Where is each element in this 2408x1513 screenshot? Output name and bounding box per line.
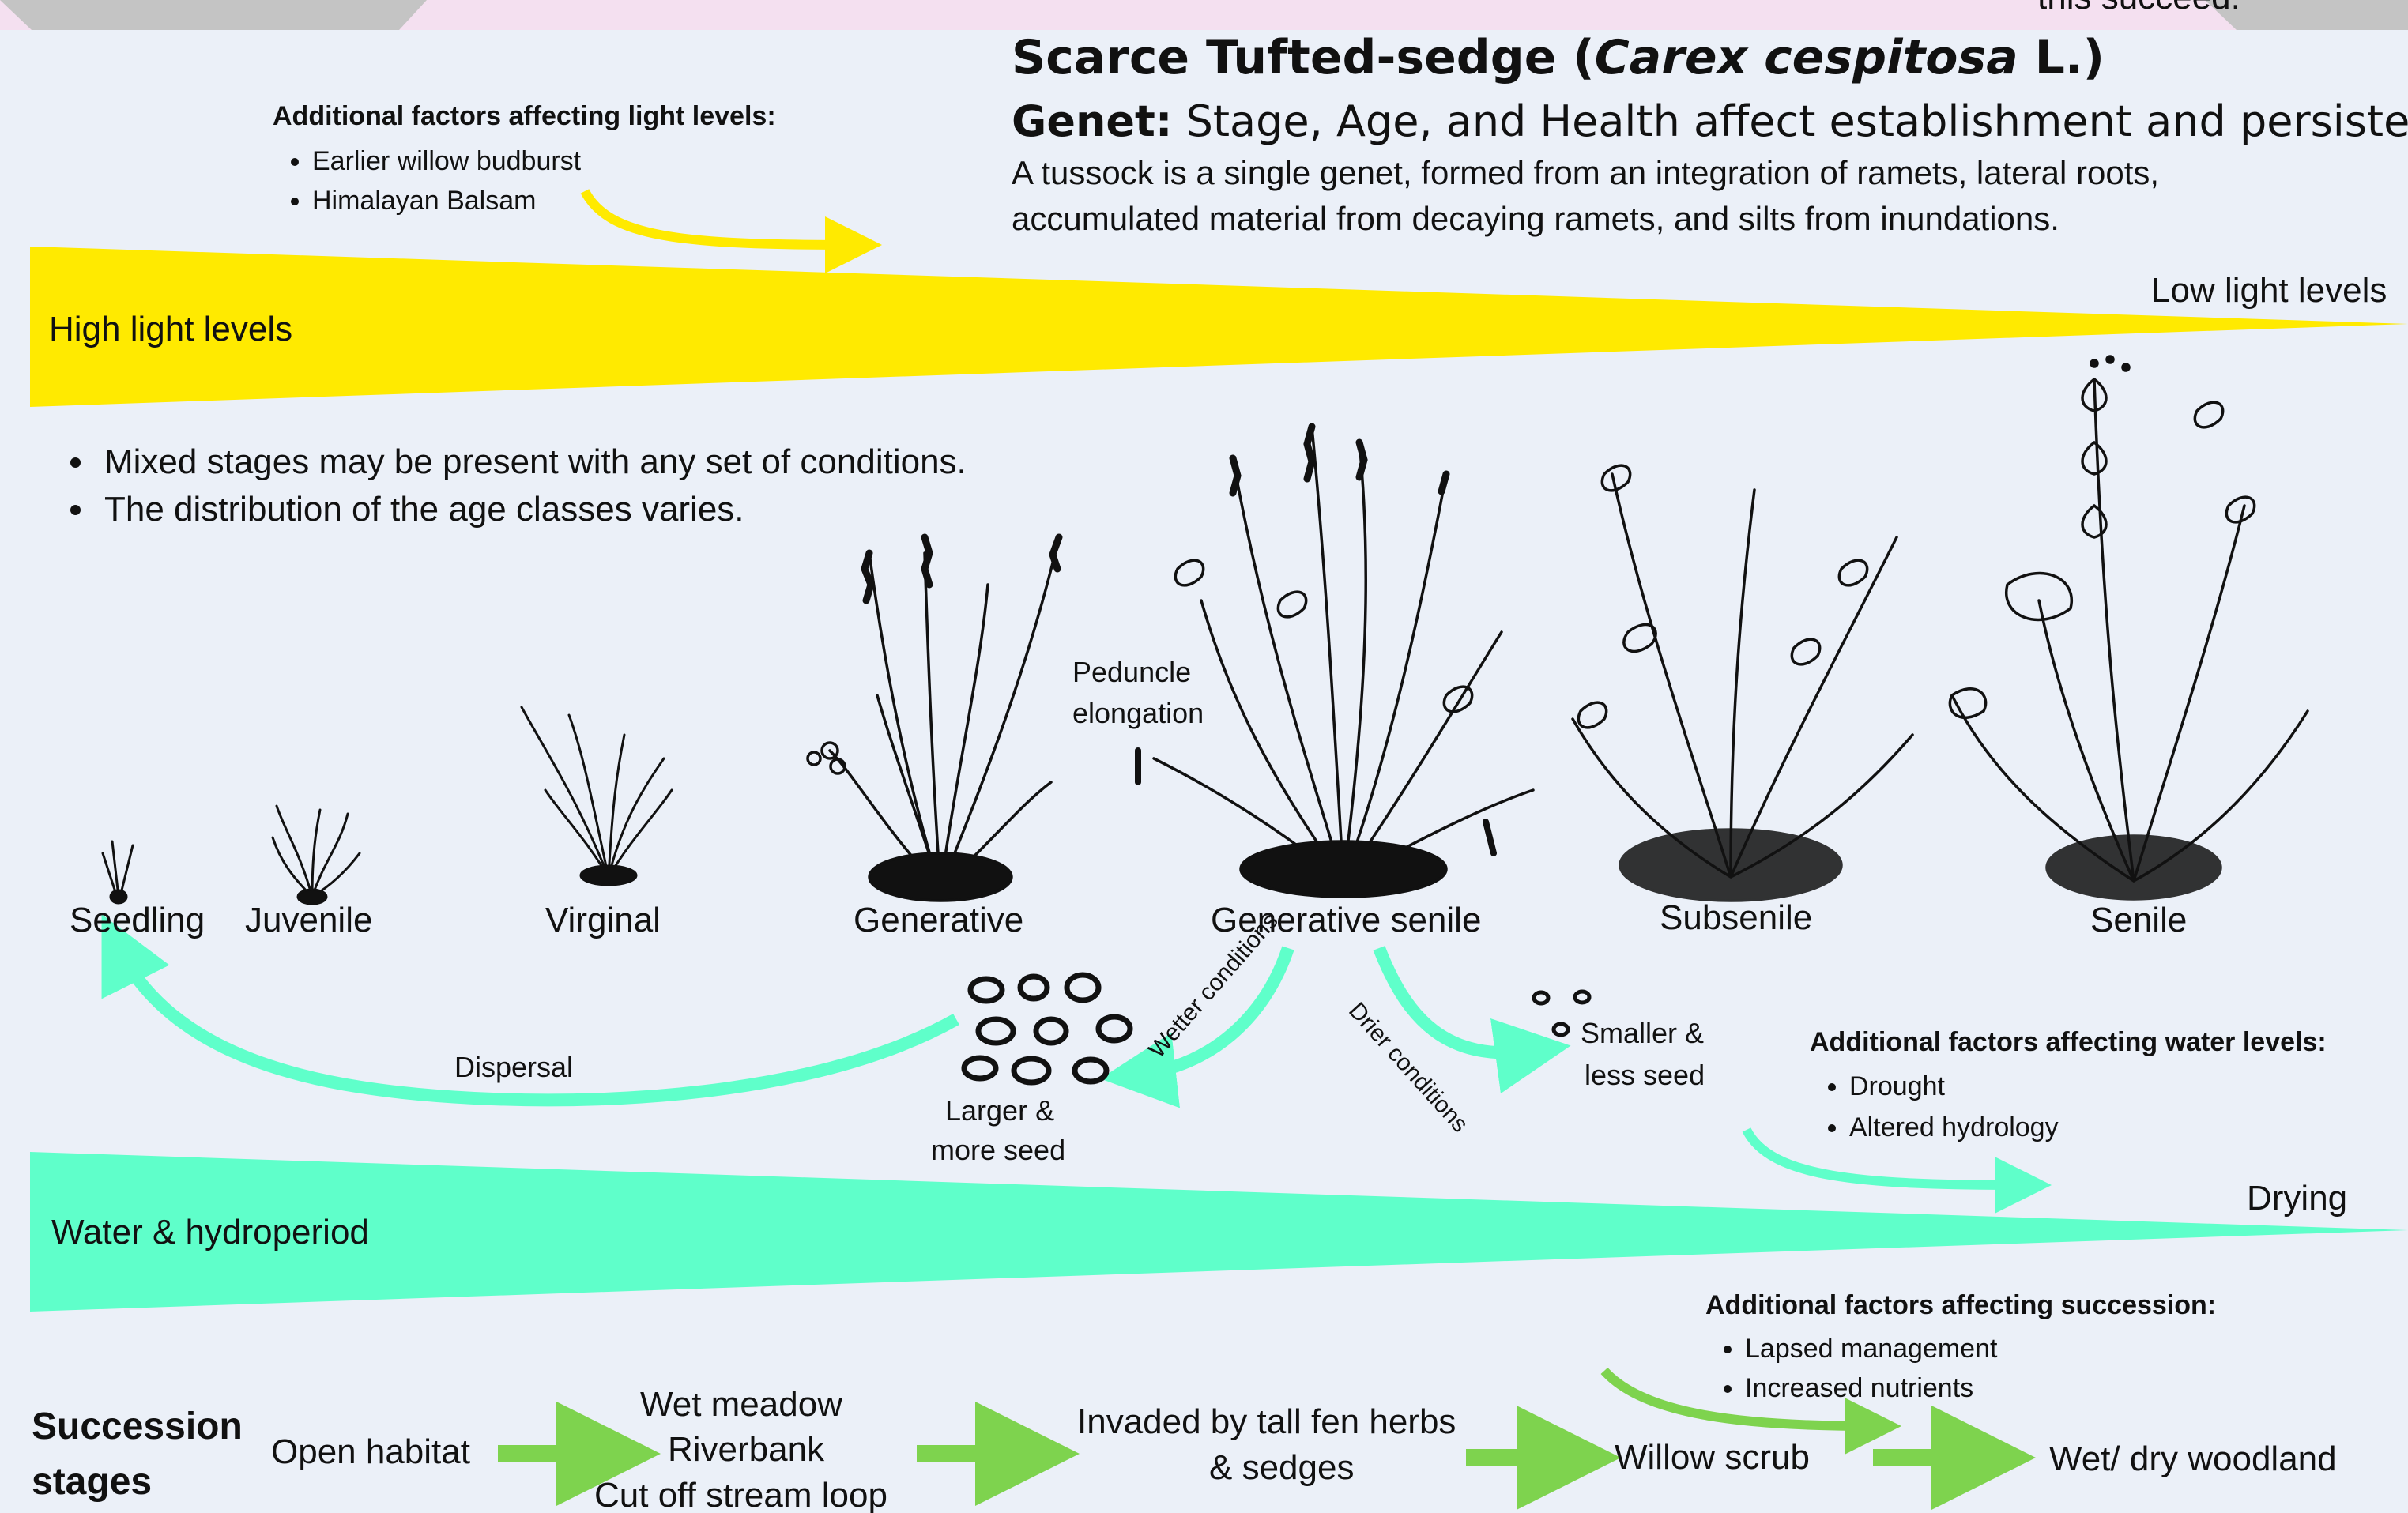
stage-subsenile: Subsenile	[1660, 898, 1812, 938]
succession-step-wet-meadow: Wet meadow	[640, 1385, 842, 1425]
genet-text: Stage, Age, and Health affect establishm…	[1172, 96, 2408, 146]
succession-title-1: Succession	[32, 1405, 243, 1448]
water-factors: Additional factors affecting water level…	[1810, 1027, 2327, 1148]
larger-seed-label-2: more seed	[931, 1134, 1065, 1167]
light-factor-item: Earlier willow budburst	[312, 141, 776, 181]
note-item: The distribution of the age classes vari…	[96, 486, 967, 533]
succession-title-2: stages	[32, 1460, 152, 1504]
succession-step-invaded-2: & sedges	[1209, 1448, 1354, 1488]
drying-label: Drying	[2247, 1179, 2347, 1218]
diagram-title: Scarce Tufted-sedge (Carex cespitosa L.)	[1012, 30, 2105, 85]
generative-sketch	[808, 537, 1059, 901]
stage-senile: Senile	[2090, 901, 2187, 940]
title-main: Scarce Tufted-sedge (	[1012, 30, 1595, 85]
peduncle-label-2: elongation	[1072, 697, 1204, 730]
senile-sketch	[1950, 356, 2308, 899]
stage-generative: Generative	[854, 901, 1023, 940]
succession-step-stream-loop: Cut off stream loop	[594, 1476, 887, 1513]
succession-factors: Additional factors affecting succession:…	[1705, 1290, 2216, 1408]
peduncle-label-1: Peduncle	[1072, 656, 1191, 689]
smaller-seed-label-2: less seed	[1585, 1059, 1705, 1092]
succession-step-invaded: Invaded by tall fen herbs	[1077, 1402, 1456, 1442]
light-factors: Additional factors affecting light level…	[273, 101, 776, 220]
notes-list: Mixed stages may be present with any set…	[8, 438, 967, 533]
succession-step-open-habitat: Open habitat	[271, 1432, 470, 1472]
top-right-fragment: this succeed.	[2037, 0, 2240, 17]
juvenile-sketch	[273, 806, 360, 904]
seedling-sketch	[103, 841, 133, 903]
note-item: Mixed stages may be present with any set…	[96, 438, 967, 486]
water-factors-heading: Additional factors affecting water level…	[1810, 1027, 2327, 1058]
light-factors-heading: Additional factors affecting light level…	[273, 101, 776, 132]
stage-juvenile: Juvenile	[245, 901, 372, 940]
subsenile-sketch	[1573, 465, 1912, 901]
title-latin: Carex cespitosa	[1595, 30, 2018, 85]
high-light-label: High light levels	[49, 310, 292, 349]
low-light-label: Low light levels	[2151, 271, 2387, 311]
title-suffix: L.)	[2018, 30, 2105, 85]
virginal-sketch	[522, 707, 672, 885]
succession-factor-item: Lapsed management	[1745, 1329, 2216, 1368]
description-line-2: accumulated material from decaying ramet…	[1012, 200, 2059, 238]
larger-seed-label-1: Larger &	[945, 1094, 1054, 1127]
succession-step-woodland: Wet/ dry woodland	[2049, 1440, 2337, 1479]
water-factor-item: Drought	[1849, 1066, 2327, 1107]
description-line-1: A tussock is a single genet, formed from…	[1012, 154, 2159, 192]
light-factor-item: Himalayan Balsam	[312, 181, 776, 220]
dispersal-label: Dispersal	[454, 1051, 573, 1084]
succession-factor-item: Increased nutrients	[1745, 1368, 2216, 1408]
stage-virginal: Virginal	[545, 901, 661, 940]
succession-factors-heading: Additional factors affecting succession:	[1705, 1290, 2216, 1321]
smaller-seed-label-1: Smaller &	[1581, 1017, 1704, 1050]
stage-seedling: Seedling	[70, 901, 205, 940]
water-label: Water & hydroperiod	[51, 1213, 369, 1252]
succession-step-willow-scrub: Willow scrub	[1615, 1438, 1810, 1477]
genet-bold: Genet:	[1012, 96, 1172, 146]
succession-step-riverbank: Riverbank	[668, 1430, 824, 1470]
generative-senile-sketch	[1138, 427, 1533, 897]
water-factor-item: Altered hydrology	[1849, 1107, 2327, 1148]
larger-seeds	[964, 975, 1130, 1082]
genet-line: Genet: Stage, Age, and Health affect est…	[1012, 96, 2408, 146]
